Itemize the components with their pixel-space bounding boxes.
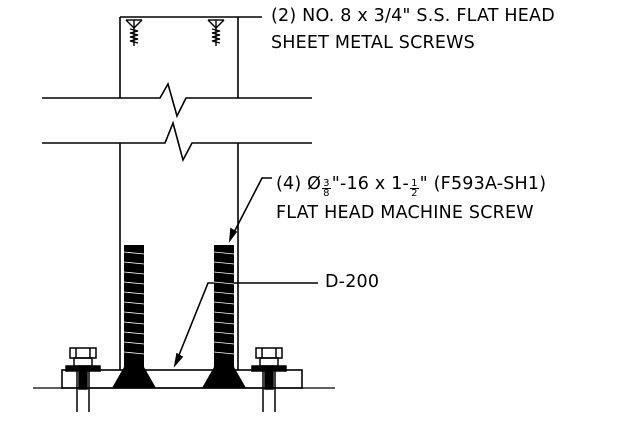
anchor-bolt-left: [65, 347, 101, 412]
machine-screw-right: [202, 245, 246, 388]
screw1-callout-line2: SHEET METAL SCREWS: [271, 33, 475, 53]
screw2-prefix: (4) Ø: [276, 174, 322, 194]
fraction-numerator: 1: [410, 178, 419, 189]
tube-upper: [119, 16, 239, 98]
machine-screw-left: [112, 245, 156, 388]
fraction-denominator: 2: [411, 188, 418, 199]
fraction-numerator: 3: [322, 178, 331, 189]
part-tag-leader: [174, 282, 318, 366]
break-line-lower: [42, 120, 312, 163]
fraction-denominator: 8: [323, 188, 330, 199]
tube-lower: [119, 143, 239, 370]
break-line-upper: [42, 81, 312, 119]
part-tag-label: D-200: [325, 272, 380, 292]
anchor-bolt-right: [251, 347, 287, 412]
screw2-leader: [229, 177, 272, 241]
screw2-mid: "-16 x 1-: [331, 174, 410, 194]
screw2-suffix: " (F593A-SH1): [419, 174, 547, 194]
sheet-metal-screw-left: [125, 19, 143, 46]
screw1-callout-line1: (2) NO. 8 x 3/4" S.S. FLAT HEAD: [271, 6, 555, 26]
sheet-metal-screw-right: [207, 19, 225, 46]
screw2-callout-line2: FLAT HEAD MACHINE SCREW: [276, 203, 534, 223]
